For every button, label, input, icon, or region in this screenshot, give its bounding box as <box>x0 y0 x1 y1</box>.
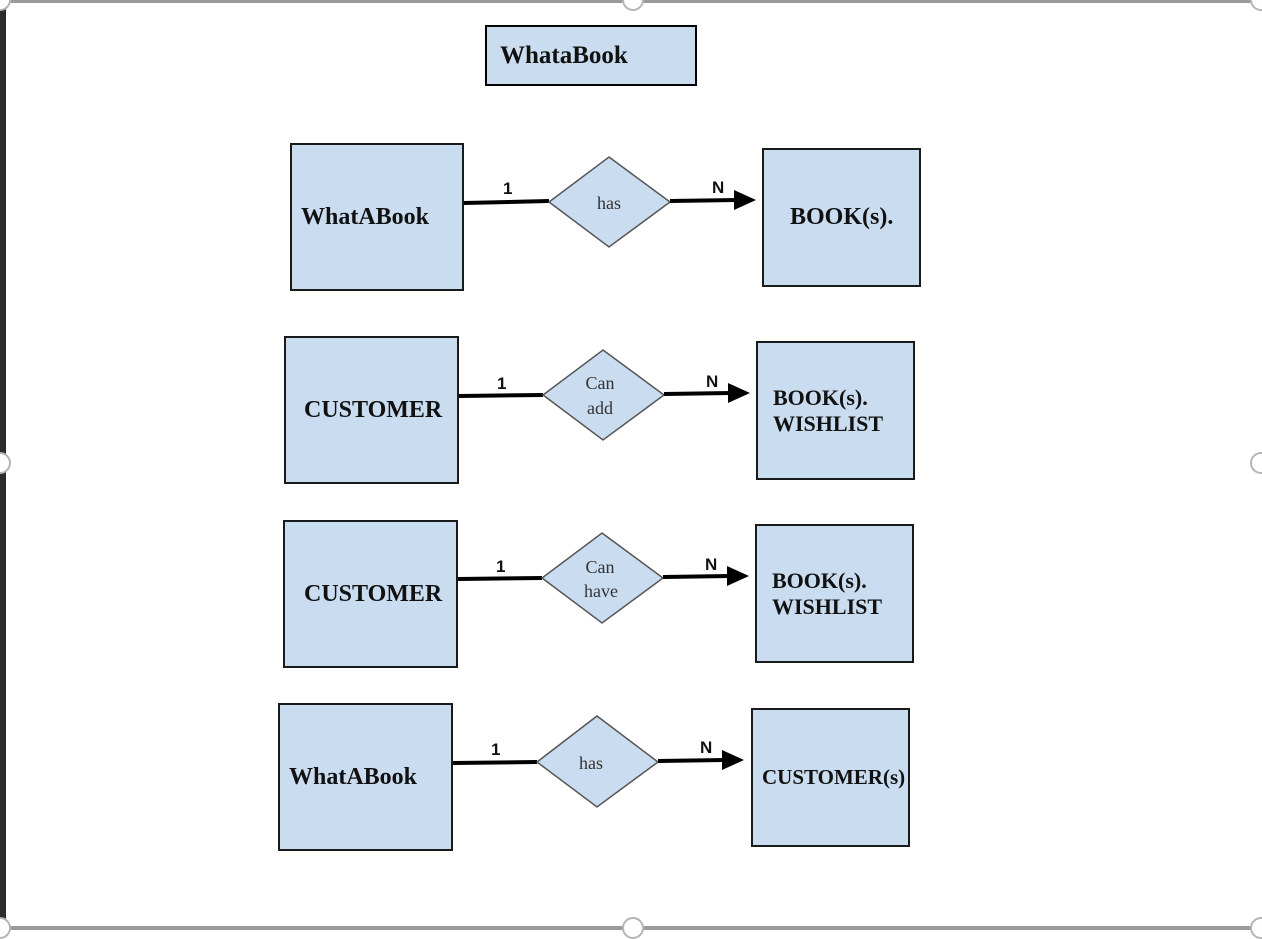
relationship-label-2-line-2: add <box>587 398 613 418</box>
cardinality-left-1: 1 <box>503 179 512 198</box>
entity-right-3-line-2: WISHLIST <box>772 593 883 619</box>
relationship-row-2: Can add 1 N <box>458 349 750 441</box>
connector-left-2 <box>458 393 544 398</box>
entity-right-3[interactable]: BOOK(s). WISHLIST <box>755 524 914 663</box>
connector-right-2 <box>663 391 732 396</box>
relationship-label-2-line-1: Can <box>586 373 615 393</box>
cardinality-right-3: N <box>705 555 717 574</box>
resize-handle-top-right[interactable] <box>1250 0 1262 11</box>
arrowhead-2 <box>728 383 750 403</box>
connector-right-1 <box>669 198 738 203</box>
relationship-row-3: Can have 1 N <box>457 532 749 624</box>
relationship-label-3-line-2: have <box>584 581 618 601</box>
cardinality-left-3: 1 <box>496 557 505 576</box>
entity-left-3-label: CUSTOMER <box>304 580 443 607</box>
entity-left-4[interactable]: WhatABook <box>278 703 453 851</box>
arrowhead-3 <box>727 566 749 586</box>
entity-left-1[interactable]: WhatABook <box>290 143 464 291</box>
entity-left-3[interactable]: CUSTOMER <box>283 520 458 668</box>
relationship-diamond-1[interactable] <box>547 156 672 248</box>
relationship-label-1: has <box>597 193 621 213</box>
relationship-row-4: has 1 N <box>452 715 744 808</box>
arrowhead-4 <box>722 750 744 770</box>
cardinality-right-2: N <box>706 372 718 391</box>
entity-right-1-label: BOOK(s). <box>790 204 894 230</box>
entity-right-4[interactable]: CUSTOMER(s) <box>751 708 910 847</box>
diagram-title[interactable]: WhataBook <box>485 25 697 86</box>
entity-left-4-label: WhatABook <box>289 763 418 790</box>
entity-right-4-label: CUSTOMER(s) <box>762 765 906 789</box>
entity-right-2[interactable]: BOOK(s). WISHLIST <box>756 341 915 480</box>
connector-left-4 <box>452 760 538 765</box>
relationship-diamond-4[interactable] <box>535 715 660 808</box>
entity-left-1-label: WhatABook <box>301 203 430 230</box>
connector-right-3 <box>662 574 731 579</box>
relationship-diamond-2[interactable] <box>541 349 666 441</box>
cardinality-left-4: 1 <box>491 740 500 759</box>
resize-handle-middle-right[interactable] <box>1250 452 1262 474</box>
relationship-label-4: has <box>579 753 603 773</box>
relationship-row-1: has 1 N <box>463 156 756 248</box>
cardinality-left-2: 1 <box>497 374 506 393</box>
connector-left-3 <box>457 576 543 581</box>
relationship-diamond-3[interactable] <box>540 532 665 624</box>
connector-left-1 <box>463 199 550 205</box>
entity-right-2-line-1: BOOK(s). <box>773 384 868 410</box>
cardinality-right-4: N <box>700 738 712 757</box>
connector-right-4 <box>657 758 726 763</box>
entity-right-1[interactable]: BOOK(s). <box>762 148 921 287</box>
entity-left-2[interactable]: CUSTOMER <box>284 336 459 484</box>
relationship-label-3-line-1: Can <box>586 557 615 577</box>
entity-left-2-label: CUSTOMER <box>304 396 443 423</box>
entity-right-2-line-2: WISHLIST <box>773 410 884 436</box>
arrowhead-1 <box>734 190 756 210</box>
entity-right-3-line-1: BOOK(s). <box>772 567 867 593</box>
cardinality-right-1: N <box>712 178 724 197</box>
